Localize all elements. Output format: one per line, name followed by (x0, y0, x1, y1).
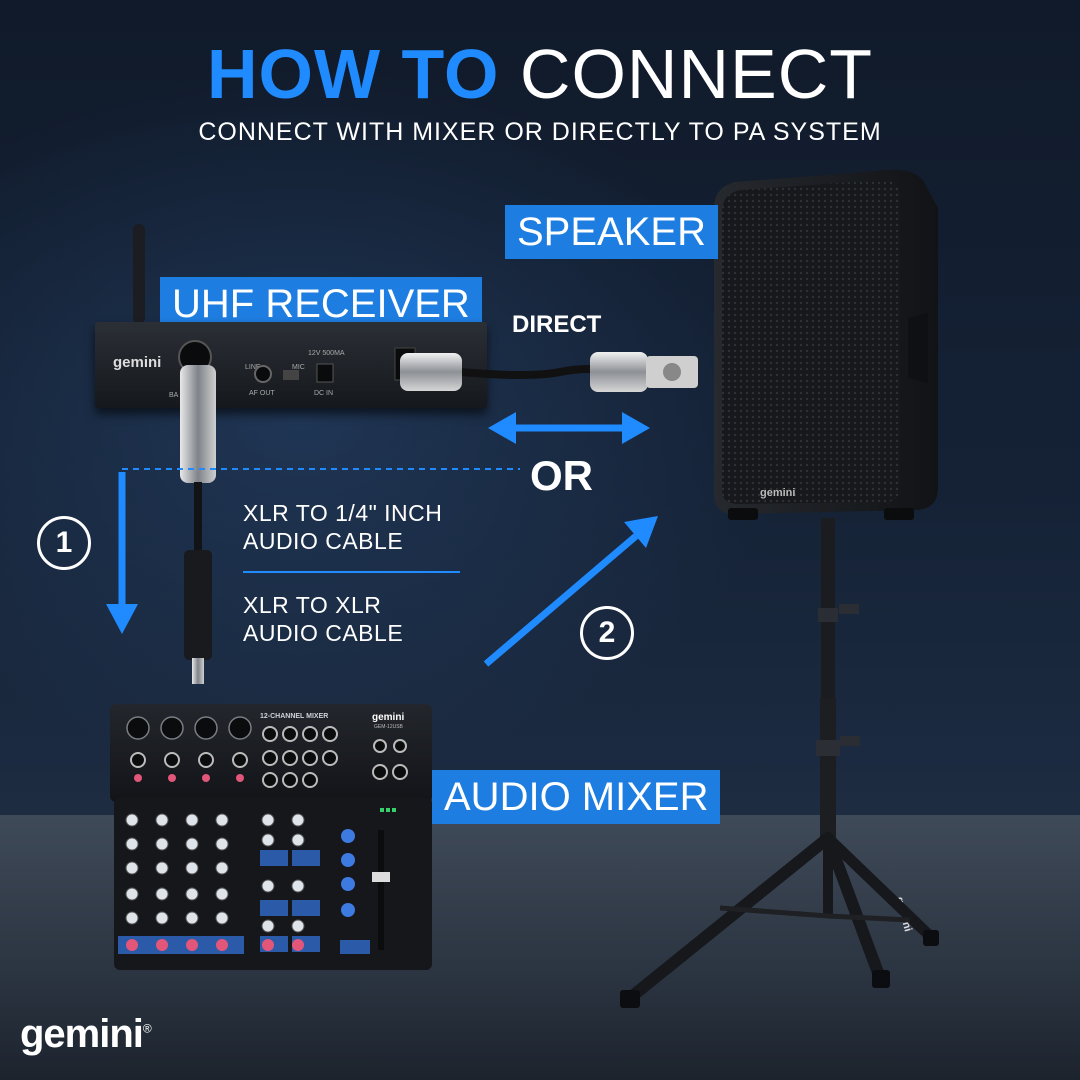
mixer-model-text: GEM-12USB (374, 724, 404, 730)
cable1-label-line2: AUDIO CABLE (243, 528, 404, 554)
mixer-channels-text: 12-CHANNEL MIXER (260, 713, 328, 720)
mixer-brand-text: gemini (372, 712, 404, 723)
speaker-illustration: gemini (714, 169, 938, 520)
cable2-label-line1: XLR TO XLR (243, 592, 382, 618)
brand-logo-mark: ® (142, 1021, 152, 1036)
cable2-label-line2: AUDIO CABLE (243, 620, 404, 646)
page-title: HOW TO CONNECT (0, 34, 1080, 114)
receiver-power-label: 12V 500MA (308, 350, 345, 357)
title-rest: CONNECT (519, 35, 874, 113)
page-subtitle: CONNECT WITH MIXER OR DIRECTLY TO PA SYS… (198, 118, 882, 146)
speaker-brand-text: gemini (760, 487, 795, 499)
speaker-stand-illustration: gemini (620, 518, 939, 1008)
receiver-afout-label: AF OUT (249, 390, 275, 397)
step-2-badge: 2 (580, 606, 634, 660)
mixer-tag: AUDIO MIXER (432, 770, 721, 824)
receiver-brand-text: gemini (113, 354, 162, 371)
direct-label: DIRECT (512, 311, 602, 338)
receiver-antenna (133, 224, 145, 324)
speaker-tag: SPEAKER (505, 205, 718, 259)
receiver-mic-label: MIC (292, 364, 305, 371)
brand-logo-text: gemini (20, 1012, 144, 1056)
step-1-badge: 1 (37, 516, 91, 570)
title-highlight: HOW TO (206, 35, 500, 113)
or-label: OR (530, 452, 593, 499)
cable1-label-line1: XLR TO 1/4" INCH (243, 500, 443, 526)
receiver-line-label: LINE (245, 364, 261, 371)
brand-logo: gemini® (20, 1012, 152, 1057)
receiver-bal-label: BA (169, 392, 179, 399)
receiver-dcin-label: DC IN (314, 390, 334, 397)
receiver-tag: UHF RECEIVER (160, 277, 482, 331)
audio-mixer-illustration: 12-CHANNEL MIXER gemini GEM-12USB (110, 704, 432, 970)
